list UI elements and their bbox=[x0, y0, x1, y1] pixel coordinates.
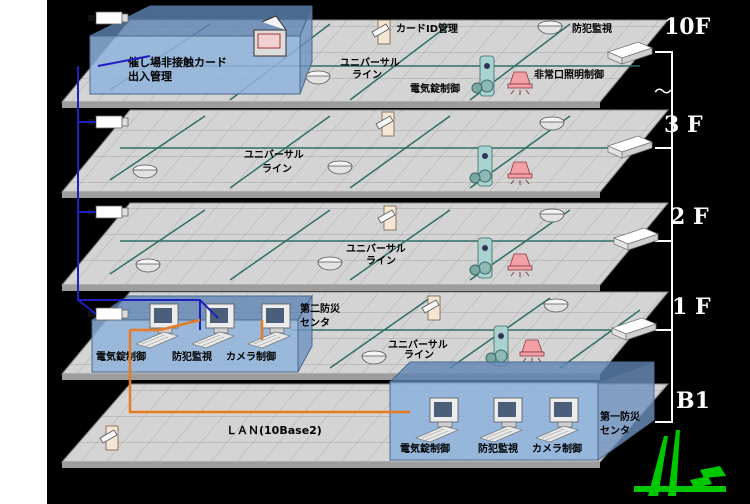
universal-line-label-2: ライン bbox=[262, 163, 292, 175]
floor-10f: 催し場非接触カード 出入管理 カードID管理 防犯監視 ユニバーサル ライン 電… bbox=[60, 5, 670, 108]
dome-camera-icon bbox=[317, 256, 343, 271]
floor-b1: 第一防災 センタ 電気錠制御 防犯監視 カメラ制御 ＬＡＮ(10Base2) bbox=[60, 361, 670, 468]
first-center-label-1: 第一防災 bbox=[600, 410, 641, 423]
floor-label-3f: 3 F bbox=[664, 112, 703, 138]
card-terminal-icon bbox=[253, 15, 287, 57]
universal-line-label-1: ユニバーサル bbox=[244, 149, 304, 161]
universal-line-label-1: ユニバーサル bbox=[340, 57, 400, 69]
dome-camera-icon bbox=[537, 20, 563, 35]
second-center-label-1: 第二防災 bbox=[300, 302, 341, 315]
dome-camera-icon bbox=[539, 116, 565, 131]
floor-2f: ユニバーサル ライン bbox=[60, 202, 670, 291]
camera-link-line bbox=[77, 55, 219, 330]
lan-label: ＬＡＮ(10Base2) bbox=[226, 424, 322, 437]
universal-line-label-2: ライン bbox=[352, 69, 382, 81]
electric-lock-label: 電気錠制御 bbox=[410, 82, 460, 95]
floor-label-1f: 1 F bbox=[672, 294, 711, 320]
break-mark: ～ bbox=[654, 82, 672, 103]
second-disaster-center-area bbox=[91, 319, 299, 373]
dome-camera-icon bbox=[543, 298, 569, 313]
dome-camera-icon bbox=[132, 164, 158, 179]
universal-line-label-1: ユニバーサル bbox=[388, 339, 448, 351]
ws-camera-label: カメラ制御 bbox=[226, 350, 276, 363]
floor-label-10f: 10F bbox=[664, 14, 711, 40]
crime-monitor-label: 防犯監視 bbox=[572, 22, 612, 35]
event-hall-label-2: 出入管理 bbox=[128, 69, 172, 83]
riser-lines bbox=[655, 51, 673, 423]
universal-line-label-2: ライン bbox=[404, 349, 434, 361]
floor-label-2f: 2 F bbox=[670, 204, 709, 230]
ws-lock-label: 電気錠制御 bbox=[96, 350, 146, 363]
dome-camera-icon bbox=[135, 258, 161, 273]
first-center-label-2: センタ bbox=[600, 425, 630, 437]
floor-3f: ユニバーサル ライン bbox=[60, 109, 670, 198]
dome-camera-icon bbox=[361, 350, 387, 365]
dome-camera-icon bbox=[305, 70, 331, 85]
universal-line-label-1: ユニバーサル bbox=[346, 243, 406, 255]
company-logo bbox=[634, 430, 726, 496]
ws-lock-label: 電気錠制御 bbox=[400, 442, 450, 455]
ws-camera-label: カメラ制御 bbox=[532, 442, 582, 455]
emergency-light-label: 非常口照明制御 bbox=[534, 68, 604, 81]
dome-camera-icon bbox=[539, 208, 565, 223]
event-hall-label-1: 催し場非接触カード bbox=[128, 55, 227, 69]
dome-camera-icon bbox=[327, 160, 353, 175]
card-id-label: カードID管理 bbox=[396, 22, 458, 35]
floor-label-b1: B1 bbox=[676, 388, 710, 414]
ws-monitor-label: 防犯監視 bbox=[478, 442, 518, 455]
lan-cable bbox=[128, 318, 410, 414]
universal-line-label-2: ライン bbox=[366, 255, 396, 267]
ws-monitor-label: 防犯監視 bbox=[172, 350, 212, 363]
second-center-label-2: センタ bbox=[300, 317, 330, 329]
